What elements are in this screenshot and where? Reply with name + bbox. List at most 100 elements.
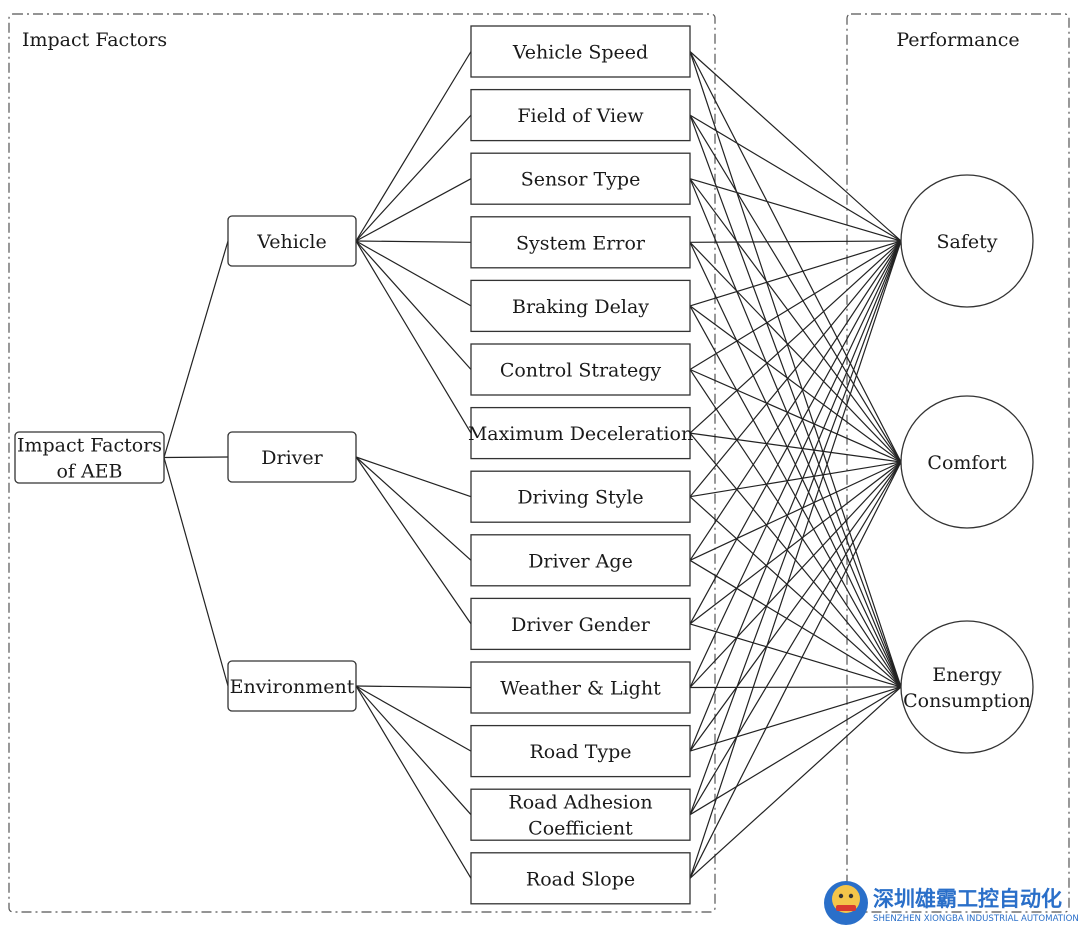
factor-box-driver-gender (470, 597, 691, 651)
factor-node-system-error: System Error (470, 216, 691, 269)
category-label-vehicle: Vehicle (256, 231, 327, 253)
factor-label-maximum-deceleration: Maximum Deceleration (468, 423, 693, 445)
connector-driver-age-to-safety (689, 240, 902, 561)
factor-node-driving-style: Driving Style (470, 470, 691, 523)
factor-label-road-type: Road Type (529, 741, 631, 763)
factor-box-weather-and-light (470, 661, 691, 714)
performance-circle-safety (900, 174, 1034, 308)
root-node-label-line-1: Impact Factors (17, 435, 162, 457)
connector-driving-style-to-comfort (689, 461, 902, 498)
factor-label-road-adhesion-coefficient-line-1: Road Adhesion (508, 792, 652, 814)
connector-driver-age-to-comfort (689, 461, 902, 561)
performance-region-title: Performance (896, 29, 1019, 51)
factor-label-field-of-view: Field of View (517, 105, 644, 127)
factor-node-vehicle-speed: Vehicle Speed (470, 25, 691, 78)
connector-root-to-driver (163, 456, 229, 459)
connector-weather-and-light-to-safety (689, 240, 902, 688)
factor-label-vehicle-speed: Vehicle Speed (512, 42, 648, 64)
performance-label-safety: Safety (937, 231, 998, 253)
category-box-environment (227, 660, 357, 712)
connector-system-error-to-safety (689, 240, 902, 243)
factor-node-maximum-deceleration: Maximum Deceleration (468, 406, 693, 460)
category-node-environment: Environment (227, 660, 357, 712)
factor-label-control-strategy: Control Strategy (500, 360, 662, 382)
connector-braking-delay-to-comfort (689, 305, 902, 463)
connector-road-adhesion-coefficient-to-comfort (689, 461, 902, 816)
factor-box-control-strategy (470, 343, 691, 396)
connector-vehicle-to-maximum-deceleration (355, 240, 472, 434)
watermark-text-en: SHENZHEN XIONGBA INDUSTRIAL AUTOMATION (873, 914, 1079, 924)
factor-box-system-error (470, 216, 691, 269)
performance-label-comfort: Comfort (927, 452, 1007, 474)
connector-maximum-deceleration-to-comfort (689, 432, 902, 463)
factor-box-maximum-deceleration (470, 406, 691, 460)
connector-driver-gender-to-energy (689, 623, 902, 688)
category-label-environment: Environment (230, 676, 355, 698)
connector-control-strategy-to-safety (689, 240, 902, 371)
factor-label-driving-style: Driving Style (517, 487, 643, 509)
category-node-vehicle: Vehicle (227, 215, 357, 267)
connector-system-error-to-comfort (689, 241, 902, 463)
factor-label-road-slope: Road Slope (526, 868, 635, 890)
factor-node-driver-gender: Driver Gender (470, 597, 691, 651)
watermark-text-cn: 深圳雄霸工控自动化 (873, 887, 1062, 911)
factor-label-system-error: System Error (516, 232, 646, 254)
category-node-driver: Driver (227, 431, 357, 483)
connector-driver-to-driver-gender (355, 456, 472, 625)
watermark: 深圳雄霸工控自动化 SHENZHEN XIONGBA INDUSTRIAL AU… (824, 881, 1079, 925)
connector-field-of-view-to-comfort (689, 114, 902, 463)
connector-maximum-deceleration-to-safety (689, 240, 902, 434)
connector-environment-to-road-type (355, 685, 472, 752)
factor-box-road-adhesion-coefficient (470, 788, 691, 841)
connector-road-slope-to-safety (689, 240, 902, 879)
factor-box-driving-style (470, 470, 691, 523)
performance-region (846, 13, 1070, 913)
connector-vehicle-speed-to-safety (689, 51, 902, 242)
connector-road-type-to-energy (689, 686, 902, 752)
factor-node-road-type: Road Type (470, 724, 691, 778)
factor-node-braking-delay: Braking Delay (470, 279, 691, 333)
factor-box-field-of-view (470, 88, 691, 142)
factor-label-sensor-type: Sensor Type (521, 169, 641, 191)
performance-node-comfort: Comfort (900, 395, 1034, 529)
factor-node-driver-age: Driver Age (470, 534, 691, 587)
connector-vehicle-to-vehicle-speed (355, 51, 472, 242)
factor-label-braking-delay: Braking Delay (512, 296, 649, 318)
connector-sensor-type-to-safety (689, 178, 902, 242)
connector-road-type-to-safety (689, 240, 902, 752)
impact-factors-region-title: Impact Factors (22, 29, 167, 51)
connector-road-adhesion-coefficient-to-energy (689, 686, 902, 816)
factor-box-vehicle-speed (470, 25, 691, 78)
connector-weather-and-light-to-comfort (689, 461, 902, 688)
connector-environment-to-road-slope (355, 685, 472, 879)
connector-root-to-vehicle (163, 240, 229, 458)
factor-node-sensor-type: Sensor Type (470, 152, 691, 205)
connector-root-to-environment (163, 457, 229, 687)
connector-vehicle-to-system-error (355, 240, 472, 243)
connector-driver-to-driver-age (355, 456, 472, 561)
factor-box-sensor-type (470, 152, 691, 205)
factor-node-control-strategy: Control Strategy (470, 343, 691, 396)
connector-road-type-to-comfort (689, 461, 902, 752)
connector-driver-to-driving-style (355, 456, 472, 498)
factor-node-weather-and-light: Weather & Light (470, 661, 691, 714)
factor-node-field-of-view: Field of View (470, 88, 691, 142)
root-node-box (14, 431, 165, 484)
connector-driver-age-to-energy (689, 559, 902, 688)
connector-driving-style-to-safety (689, 240, 902, 498)
connector-sensor-type-to-comfort (689, 178, 902, 463)
connector-weather-and-light-to-energy (689, 686, 902, 689)
connector-driving-style-to-energy (689, 496, 902, 688)
connector-road-slope-to-comfort (689, 461, 902, 879)
performance-node-safety: Safety (900, 174, 1034, 308)
connector-driver-gender-to-safety (689, 240, 902, 625)
performance-label-energy-line-2: Consumption (903, 690, 1031, 712)
connector-braking-delay-to-safety (689, 240, 902, 307)
connector-road-slope-to-energy (689, 686, 902, 879)
connector-road-adhesion-coefficient-to-safety (689, 240, 902, 815)
connector-vehicle-to-braking-delay (355, 240, 472, 307)
